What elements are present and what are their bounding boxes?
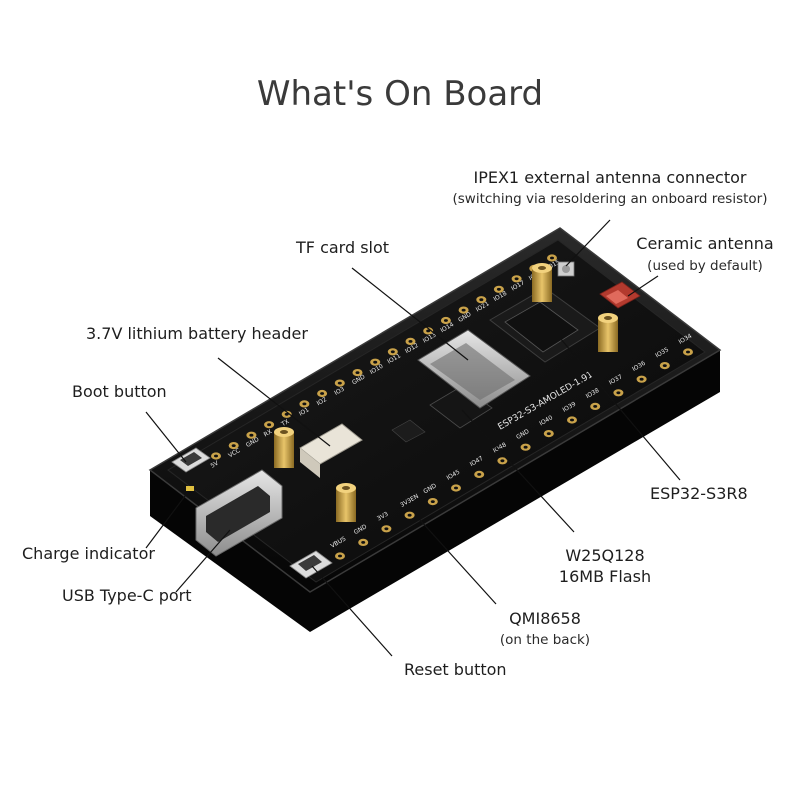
header-pin-hole <box>546 432 551 435</box>
pin-label: RX <box>263 428 274 438</box>
label-ipex-title: IPEX1 external antenna connector <box>473 168 747 187</box>
esp32-chip <box>504 301 579 353</box>
header-pin-hole <box>231 444 236 447</box>
header-pin-hole <box>361 541 366 544</box>
label-reset: Reset button <box>404 660 507 679</box>
header-pin-hole <box>454 486 458 490</box>
header-pin-hole <box>284 412 289 416</box>
header-pin-hole <box>320 392 325 395</box>
header-pin-hole <box>477 473 482 476</box>
leader-flash <box>461 409 575 533</box>
leader-esp32 <box>559 337 681 481</box>
leader-battery <box>217 357 331 447</box>
page-title: What's On Board <box>256 74 544 114</box>
header-pin-hole <box>570 418 574 422</box>
label-battery: 3.7V lithium battery header <box>86 324 308 343</box>
standoff-3 <box>532 263 552 302</box>
header-pin-hole <box>593 405 598 408</box>
header-pin-hole <box>430 500 435 503</box>
label-flash-sub: 16MB Flash <box>558 567 652 586</box>
header-pin-hole <box>523 445 528 449</box>
header-pin-hole <box>214 454 218 458</box>
header-pin-hole <box>479 298 484 302</box>
leader-lines <box>145 219 681 657</box>
small-chip <box>391 419 426 443</box>
label-qmi-title: QMI8658 <box>509 609 581 628</box>
usb-c-port <box>195 469 283 557</box>
header-pin-hole <box>461 308 466 312</box>
header-pin-hole <box>686 350 690 354</box>
header-pin-hole <box>337 381 342 385</box>
label-boot: Boot button <box>72 382 167 401</box>
header-pin-hole <box>267 423 272 427</box>
flash-chip <box>429 385 493 429</box>
tf-card-slot-opening <box>430 343 515 400</box>
header-pin-hole <box>500 459 505 463</box>
label-flash-title: W25Q128 <box>565 546 645 565</box>
header-pin-hole <box>426 329 431 333</box>
header-pin-hole <box>550 256 554 260</box>
bottom-header-pins <box>335 348 693 560</box>
header-pin-hole <box>390 350 395 354</box>
pin-label: IO3 <box>333 386 346 397</box>
charge-indicator-led <box>186 486 194 491</box>
label-tf-card: TF card slot <box>296 238 390 257</box>
header-pin-hole <box>496 287 501 291</box>
pin-label: 5V <box>210 459 221 469</box>
leader-qmi <box>419 519 497 605</box>
label-charge: Charge indicator <box>22 544 155 563</box>
reset-button <box>289 550 333 579</box>
pin-label: TX <box>279 418 290 428</box>
header-pin-hole <box>384 527 389 531</box>
pin-label: IO2 <box>316 396 329 407</box>
boot-button <box>171 447 211 473</box>
leader-boot <box>145 411 187 463</box>
header-pin-hole <box>443 319 448 322</box>
label-usb: USB Type-C port <box>62 586 192 605</box>
header-pin-hole <box>249 433 254 437</box>
ipex-connector <box>557 261 575 277</box>
battery-header-connector <box>299 423 363 465</box>
header-pin-hole <box>407 513 412 517</box>
leader-usb <box>175 529 231 593</box>
header-pin-hole <box>373 360 378 364</box>
battery-header-connector-face <box>300 448 320 478</box>
header-pin-hole <box>338 554 342 558</box>
header-pin-hole <box>302 402 307 406</box>
standoff-2 <box>336 483 356 522</box>
leader-charge <box>145 491 189 549</box>
header-pin-hole <box>662 364 667 367</box>
leader-reset <box>311 565 393 657</box>
leader-ipex <box>565 219 611 267</box>
leader-ceramic <box>627 275 659 297</box>
header-pin-hole <box>355 371 360 374</box>
header-pin-hole <box>514 277 519 281</box>
label-esp32: ESP32-S3R8 <box>650 484 748 503</box>
leader-tf <box>351 267 469 361</box>
pin-label: IO1 <box>298 406 311 417</box>
label-ceramic-title: Ceramic antenna <box>636 234 774 253</box>
label-ceramic-sub: (used by default) <box>647 258 763 274</box>
header-pin-hole <box>616 391 621 395</box>
header-pin-hole <box>408 340 413 343</box>
standoff-1 <box>274 427 294 468</box>
label-ipex-sub: (switching via resoldering an onboard re… <box>452 191 768 207</box>
label-qmi-sub: (on the back) <box>499 632 591 648</box>
standoff-4 <box>598 313 618 352</box>
ceramic-antenna <box>599 281 641 309</box>
header-pin-hole <box>639 377 644 381</box>
